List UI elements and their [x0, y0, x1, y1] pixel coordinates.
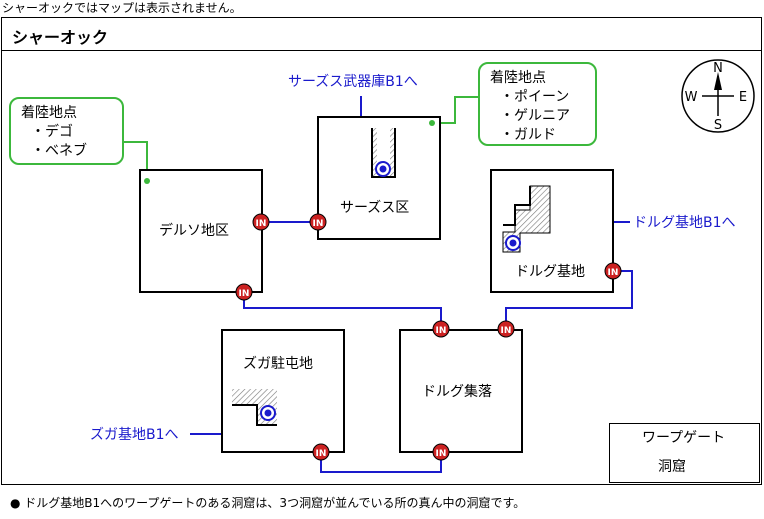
area-box-dorugu-village [399, 329, 523, 453]
footnote: ● ドルグ基地B1へのワープゲートのある洞窟は、3つ洞窟が並んでいる所の真ん中の… [10, 496, 526, 510]
landing-item: ・ガルド [500, 127, 556, 143]
link-sazusu-armory[interactable]: サーズス武器庫B1へ [288, 74, 418, 90]
landing-item: ・デゴ [31, 124, 73, 140]
entrance-marker-icon: IN [312, 443, 330, 461]
area-label-dorugu-village: ドルグ集落 [422, 384, 492, 400]
compass-east: E [739, 90, 747, 105]
link-zuga-base-b1[interactable]: ズガ基地B1へ [90, 427, 179, 443]
legend-warp-gate-label: ワープゲート [642, 430, 726, 446]
compass-south: S [714, 118, 722, 133]
landing-heading: 着陸地点 [21, 105, 77, 121]
map-frame: シャーオック [1, 17, 762, 485]
svg-text:IN: IN [608, 268, 619, 278]
compass-west: W [685, 90, 698, 105]
compass-icon: N S E W [681, 59, 755, 133]
title-bar: シャーオック [2, 18, 761, 51]
svg-text:IN: IN [239, 289, 250, 299]
top-note: シャーオックではマップは表示されません。 [2, 1, 242, 15]
entrance-marker-icon: IN [604, 262, 622, 280]
svg-text:IN: IN [501, 326, 512, 336]
landing-anchor-left [144, 178, 150, 184]
legend-cave-label: 洞窟 [658, 459, 686, 475]
landing-callout-right: 着陸地点 ・ポイーン ・ゲルニア ・ガルド [478, 62, 597, 146]
map-title: シャーオック [12, 28, 109, 47]
area-label-dorugu-base: ドルグ基地 [515, 264, 585, 280]
link-dorugu-base-b1[interactable]: ドルグ基地B1へ [633, 215, 736, 231]
area-label-derusou: デルソ地区 [159, 223, 229, 239]
entrance-marker-icon: IN [235, 283, 253, 301]
entrance-marker-icon: IN [497, 320, 515, 338]
area-label-zuga: ズガ駐屯地 [243, 356, 313, 372]
warp-gate-sazusu-icon [375, 161, 391, 177]
warp-gate-zuga-icon [260, 405, 276, 421]
svg-text:IN: IN [256, 219, 267, 229]
area-box-dorugu-base [490, 169, 614, 293]
landing-anchor-right [429, 120, 435, 126]
legend-box: ワープゲート 洞窟 [609, 423, 760, 483]
area-label-sazusu: サーズス区 [340, 200, 410, 216]
landing-item: ・ゲルニア [500, 108, 570, 124]
svg-text:IN: IN [436, 449, 447, 459]
landing-callout-left: 着陸地点 ・デゴ ・ベネブ [9, 97, 124, 165]
landing-item: ・ベネブ [31, 143, 87, 159]
entrance-marker-icon: IN [432, 320, 450, 338]
entrance-marker-icon: IN [252, 213, 270, 231]
entrance-marker-icon: IN [309, 213, 327, 231]
area-box-derusou [139, 169, 263, 293]
svg-text:IN: IN [436, 326, 447, 336]
entrance-marker-icon: IN [432, 443, 450, 461]
svg-text:IN: IN [313, 219, 324, 229]
svg-text:IN: IN [316, 449, 327, 459]
landing-heading: 着陸地点 [490, 70, 546, 86]
warp-gate-dorugu-base-icon [505, 235, 521, 251]
landing-item: ・ポイーン [500, 89, 570, 105]
compass-north: N [713, 61, 723, 76]
